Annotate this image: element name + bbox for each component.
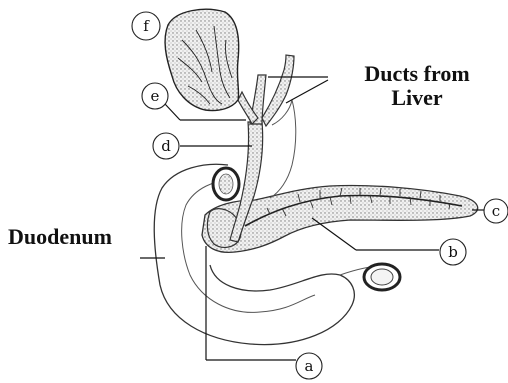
bowel-cut-inner xyxy=(371,269,393,285)
marker-d: d xyxy=(153,133,179,159)
marker-b: b xyxy=(440,239,466,265)
marker-f: f xyxy=(132,12,160,40)
leader-e xyxy=(165,104,180,120)
leader-b xyxy=(312,218,356,250)
leader-ducts-2 xyxy=(286,80,328,103)
ducts-label-line1: Ducts from xyxy=(362,62,472,86)
marker-c: c xyxy=(484,199,508,223)
marker-b-text: b xyxy=(448,243,458,261)
marker-a: a xyxy=(296,353,322,379)
marker-a-text: a xyxy=(305,357,314,375)
vessel-cut-inner xyxy=(219,174,233,194)
ducts-from-liver-label: Ducts from Liver xyxy=(362,62,472,110)
ducts-label-line2: Liver xyxy=(362,86,472,110)
marker-c-text: c xyxy=(492,202,500,220)
duodenum-label: Duodenum xyxy=(8,225,112,249)
marker-e-text: e xyxy=(151,87,160,105)
hepatic-duct-right xyxy=(262,55,294,126)
marker-e: e xyxy=(142,83,168,109)
marker-d-text: d xyxy=(161,137,171,155)
